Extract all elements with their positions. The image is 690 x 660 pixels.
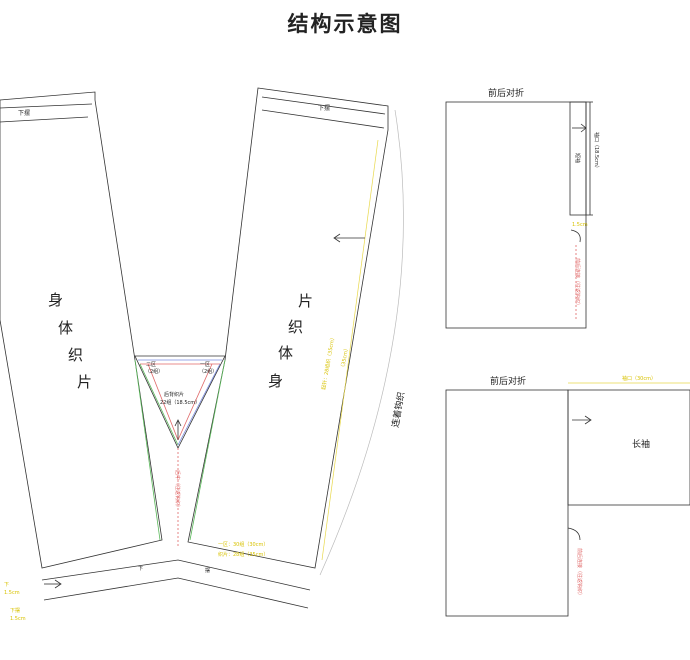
short-sleeve-height: 袖口（18.5cm） — [593, 132, 600, 171]
zone-2-count: （2组） — [145, 368, 163, 375]
short-sleeve-fold-label: 前后对折 — [488, 87, 524, 99]
left-hem-label: 下摆 — [18, 109, 30, 117]
join-note: 连着钩织 — [389, 391, 407, 429]
bottom-arrow — [44, 579, 62, 589]
right-body-char-1: 身 — [268, 372, 283, 390]
right-dim-line — [321, 139, 379, 561]
short-sleeve-cuff: 短袖 — [574, 153, 581, 163]
zone-1-count: （2组） — [199, 368, 217, 375]
back-piece-label: 后背织片 — [164, 391, 184, 398]
bottom-hem-band — [41, 559, 311, 609]
left-note-2: 1.5cm — [4, 590, 20, 596]
page-title: 结构示意图 — [287, 12, 403, 36]
bottom-dim-2: 织片：28组（35cm） — [218, 551, 268, 558]
zone-1-label: 一区 — [200, 362, 210, 368]
bottom-dim-1: 一区：30组（30cm） — [218, 541, 268, 548]
left-body-text: 身 体 织 片 — [48, 291, 92, 391]
left-note-4: 1.5cm — [10, 616, 26, 622]
zone-2-label: 二区 — [146, 362, 156, 368]
right-body-char-3: 织 — [288, 318, 303, 336]
left-body-char-4: 片 — [77, 373, 92, 391]
back-piece — [134, 355, 226, 548]
right-dim-sub: （35cm） — [340, 346, 350, 371]
short-sleeve-diagram — [445, 101, 593, 329]
right-arrow — [333, 233, 365, 243]
left-body-piece — [0, 91, 163, 569]
right-body-text: 身 体 织 片 — [268, 292, 313, 390]
long-sleeve-top-dim: 袖口（30cm） — [622, 375, 656, 382]
long-sleeve-fold-label: 前后对折 — [490, 375, 526, 387]
join-arc — [319, 109, 404, 576]
long-sleeve-label: 长袖 — [632, 438, 650, 450]
back-piece-stitches: 22组（18.5cm） — [160, 399, 200, 406]
short-sleeve-small-dim: 1.5cm — [572, 222, 588, 228]
left-body-char-1: 身 — [48, 291, 63, 309]
long-sleeve-side-note: 前后连接（往返钩织） — [576, 548, 583, 598]
right-body-char-4: 片 — [298, 292, 313, 310]
left-note-3: 下摆 — [10, 607, 20, 614]
left-note-1: 下 — [4, 582, 9, 588]
center-note: 后中（往返钩织） — [174, 470, 181, 510]
right-body-char-2: 体 — [278, 344, 293, 362]
short-sleeve-side-note: 前后连接（往返钩织） — [574, 258, 581, 308]
long-sleeve-diagram — [445, 382, 690, 617]
left-body-char-2: 体 — [58, 319, 73, 337]
bottom-hem-char-1: 下 — [138, 566, 143, 572]
left-body-char-3: 织 — [68, 346, 83, 364]
right-hem-label: 下摆 — [318, 104, 330, 112]
bottom-hem-char-2: 摆 — [205, 567, 210, 574]
